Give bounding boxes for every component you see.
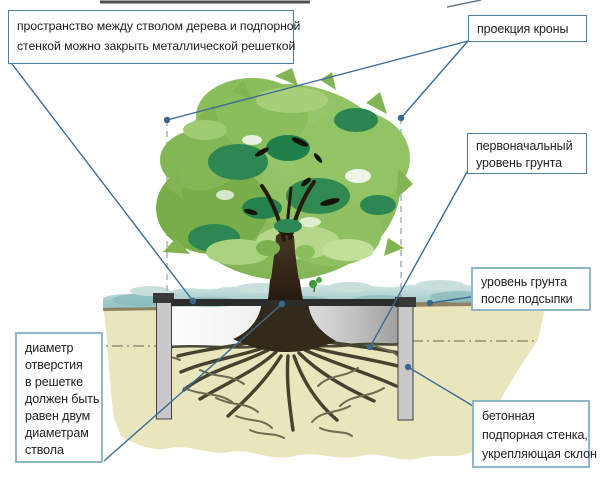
callout-initial-ground-level: первоначальный уровень грунта	[467, 133, 587, 174]
callout-text-line: отверстия	[25, 358, 83, 372]
crop-artifact-lines	[100, 0, 482, 8]
callout-text-line: пространство между стволом дерева и подп…	[17, 19, 301, 33]
dot-grate	[189, 297, 197, 305]
right-wall	[397, 299, 414, 421]
tree-roots	[159, 294, 404, 439]
crown-projection-dashed-lines	[166, 118, 402, 297]
dot-projection-left	[163, 116, 171, 124]
callout-text-line: после подсыпки	[481, 291, 573, 306]
crown-edge-tufts	[163, 68, 413, 256]
right-wall-cap	[395, 297, 416, 307]
callout-text-line: в решетке	[25, 375, 83, 389]
callout-grate-hole-diameter: диаметр отверстия в решетке должен быть …	[15, 332, 103, 463]
callout-text-line: бетонная	[482, 409, 535, 423]
callout-text-line: укрепляющая склон	[482, 447, 597, 461]
dot-grate-hole	[278, 300, 286, 308]
callout-grate-note: пространство между стволом дерева и подп…	[8, 10, 301, 64]
leader-grate-note	[11, 63, 194, 302]
crown-gaps	[216, 135, 371, 227]
dot-wall	[404, 363, 412, 371]
tree-crown	[156, 68, 413, 300]
retaining-walls	[153, 293, 416, 421]
callout-dots	[163, 114, 434, 371]
root-flare	[233, 294, 336, 352]
callout-text-line: подпорная стенка,	[482, 428, 588, 442]
leader-projection-left	[166, 40, 469, 121]
callout-text-line: равен двум	[25, 409, 91, 423]
callout-lines	[11, 40, 474, 462]
callout-text-line: ствола	[25, 443, 64, 457]
dot-projection-right	[397, 114, 405, 122]
callout-text-line: проекция кроны	[477, 22, 569, 36]
callout-ground-level-after-fill: уровень грунта после подсыпки	[471, 267, 591, 311]
dot-initial-level	[366, 343, 374, 351]
leader-projection-right	[400, 40, 469, 119]
left-wall-cap	[153, 293, 174, 303]
metal-grate-bar	[171, 299, 399, 306]
callout-text-line: уровень грунта	[481, 275, 568, 289]
leader-grate-hole	[103, 303, 283, 462]
callout-text-line: стенкой можно закрыть металлической реше…	[17, 39, 296, 53]
leader-wall	[407, 366, 474, 407]
callout-retaining-wall: бетонная подпорная стенка, укрепляющая с…	[472, 400, 597, 468]
callout-crown-projection: проекция кроны	[468, 15, 587, 42]
dot-new-level	[426, 299, 434, 307]
crown-light-patches	[183, 87, 374, 265]
left-wall	[156, 295, 172, 420]
callout-text-line: первоначальный	[476, 139, 573, 153]
callout-text-line: должен быть	[25, 392, 100, 406]
leader-initial-level	[369, 171, 468, 348]
sprout	[309, 277, 322, 293]
leader-new-level	[429, 296, 472, 304]
callout-text-line: диаметр	[25, 341, 74, 355]
callout-text-line: диаметрам	[25, 426, 89, 440]
callout-text-line: уровень грунта	[476, 155, 563, 170]
